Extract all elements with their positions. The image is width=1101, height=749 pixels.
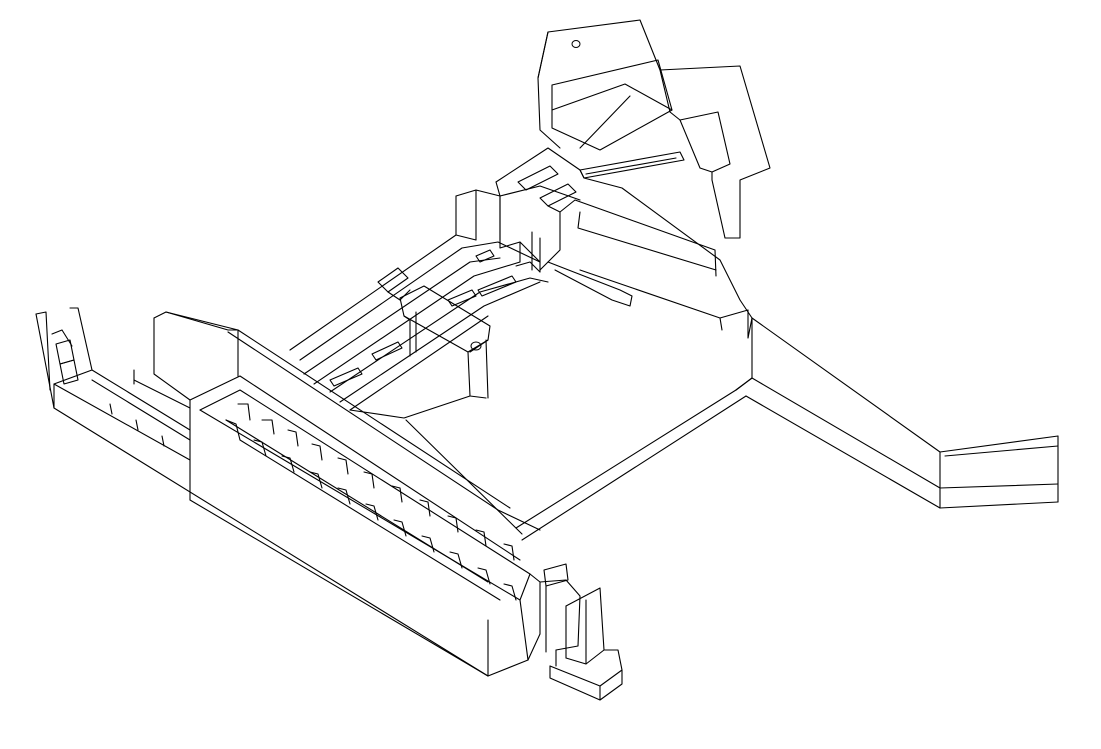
upper-deck [495, 147, 753, 339]
hinged-gate [377, 267, 491, 399]
front-pylons [539, 563, 623, 701]
left-stair-tower [153, 311, 541, 677]
left-low-wall [35, 307, 489, 677]
plaza-and-ramp [349, 317, 1059, 541]
central-block [289, 189, 549, 411]
upper-tower [537, 19, 771, 239]
